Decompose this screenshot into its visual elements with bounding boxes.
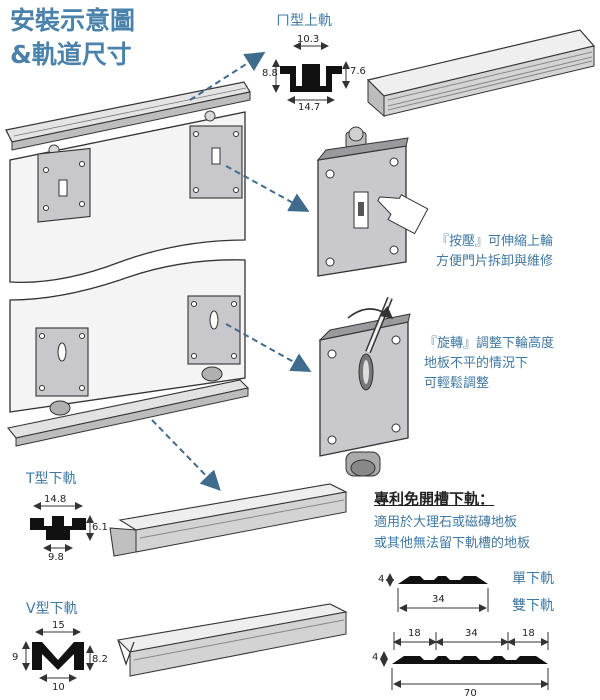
upper-rail-illustration (5, 81, 251, 151)
patent-note-title: 專利免開槽下軌： (374, 490, 495, 508)
double-track-dim-height: 4 (372, 652, 379, 663)
press-note-line-1: 『按壓』可伸縮上輪 (436, 234, 554, 249)
rotate-note-line-2: 地板不平的情況下 (424, 356, 529, 371)
double-track-dim-total: 70 (464, 688, 477, 699)
v-track-dim-right: 8.2 (92, 654, 108, 665)
patent-note: 適用於大理石或磁磚地板 或其他無法留下軌槽的地板 (374, 512, 530, 554)
single-track-profile (386, 573, 489, 612)
v-rail-profile (22, 628, 94, 682)
press-note-line-2: 方便門片拆卸與維修 (436, 254, 554, 269)
t-rail-3d (109, 483, 348, 557)
patent-note-line-1: 適用於大理石或磁磚地板 (374, 515, 518, 530)
rotate-note-line-3: 可輕鬆調整 (424, 376, 490, 391)
page-title: 安裝示意圖 &軌道尺寸 (10, 4, 135, 72)
v-track-label: V型下軌 (26, 601, 78, 617)
t-rail-profile (30, 502, 94, 552)
upper-hanger-plate-right (189, 110, 243, 199)
top-track-dim-left: 8.8 (262, 68, 278, 79)
rotate-note: 『旋轉』調整下輪高度 地板不平的情況下 可輕鬆調整 (424, 334, 554, 394)
single-track-label: 單下軌 (512, 571, 554, 587)
t-track-label: T型下軌 (26, 471, 77, 487)
title-line-1: 安裝示意圖 (10, 6, 136, 35)
v-track-dim-left: 9 (12, 652, 19, 663)
lower-plate-closeup (318, 296, 411, 477)
top-rail-3d (366, 29, 596, 118)
top-track-dim-top: 10.3 (297, 34, 320, 45)
upper-plate-closeup (316, 126, 429, 277)
arrow-to-top-rail-profile (189, 51, 266, 101)
lower-rail-illustration (7, 379, 250, 447)
v-rail-3d (116, 603, 348, 677)
rotate-note-line-1: 『旋轉』調整下輪高度 (424, 336, 555, 351)
upper-door-panel (9, 110, 246, 283)
t-track-dim-bottom: 9.8 (48, 552, 64, 563)
v-track-dim-top: 15 (52, 620, 65, 631)
single-track-dim-height: 4 (378, 574, 385, 585)
single-track-dim-width: 34 (432, 594, 445, 605)
double-track-dim-right: 18 (522, 628, 535, 639)
patent-note-line-2: 或其他無法留下軌槽的地板 (374, 536, 531, 551)
arrow-to-lower-closeup (225, 323, 312, 372)
lower-wheel-plate-right (187, 295, 241, 382)
top-track-dim-right: 7.6 (350, 66, 366, 77)
double-track-dim-left: 18 (408, 628, 421, 639)
v-track-dim-bottom: 10 (52, 682, 65, 693)
press-note: 『按壓』可伸縮上輪 方便門片拆卸與維修 (436, 232, 553, 272)
upper-hanger-plate-left (37, 144, 91, 223)
arrow-to-upper-closeup (225, 165, 310, 212)
double-track-dim-mid: 34 (465, 628, 478, 639)
lower-door-panel (9, 259, 246, 416)
top-track-dim-bottom: 14.7 (298, 102, 321, 113)
title-line-2: &軌道尺寸 (10, 40, 132, 69)
top-rail-profile (272, 42, 350, 104)
arrow-to-t-rail (151, 419, 221, 491)
double-track-profile (380, 632, 549, 690)
double-track-label: 雙下軌 (512, 598, 554, 614)
t-track-dim-top: 14.8 (44, 494, 67, 505)
lower-wheel-plate-left (35, 327, 89, 416)
top-track-label: ㄇ型上軌 (276, 13, 332, 29)
t-track-dim-right: 6.1 (92, 522, 108, 533)
dashed-arrows (151, 51, 312, 491)
